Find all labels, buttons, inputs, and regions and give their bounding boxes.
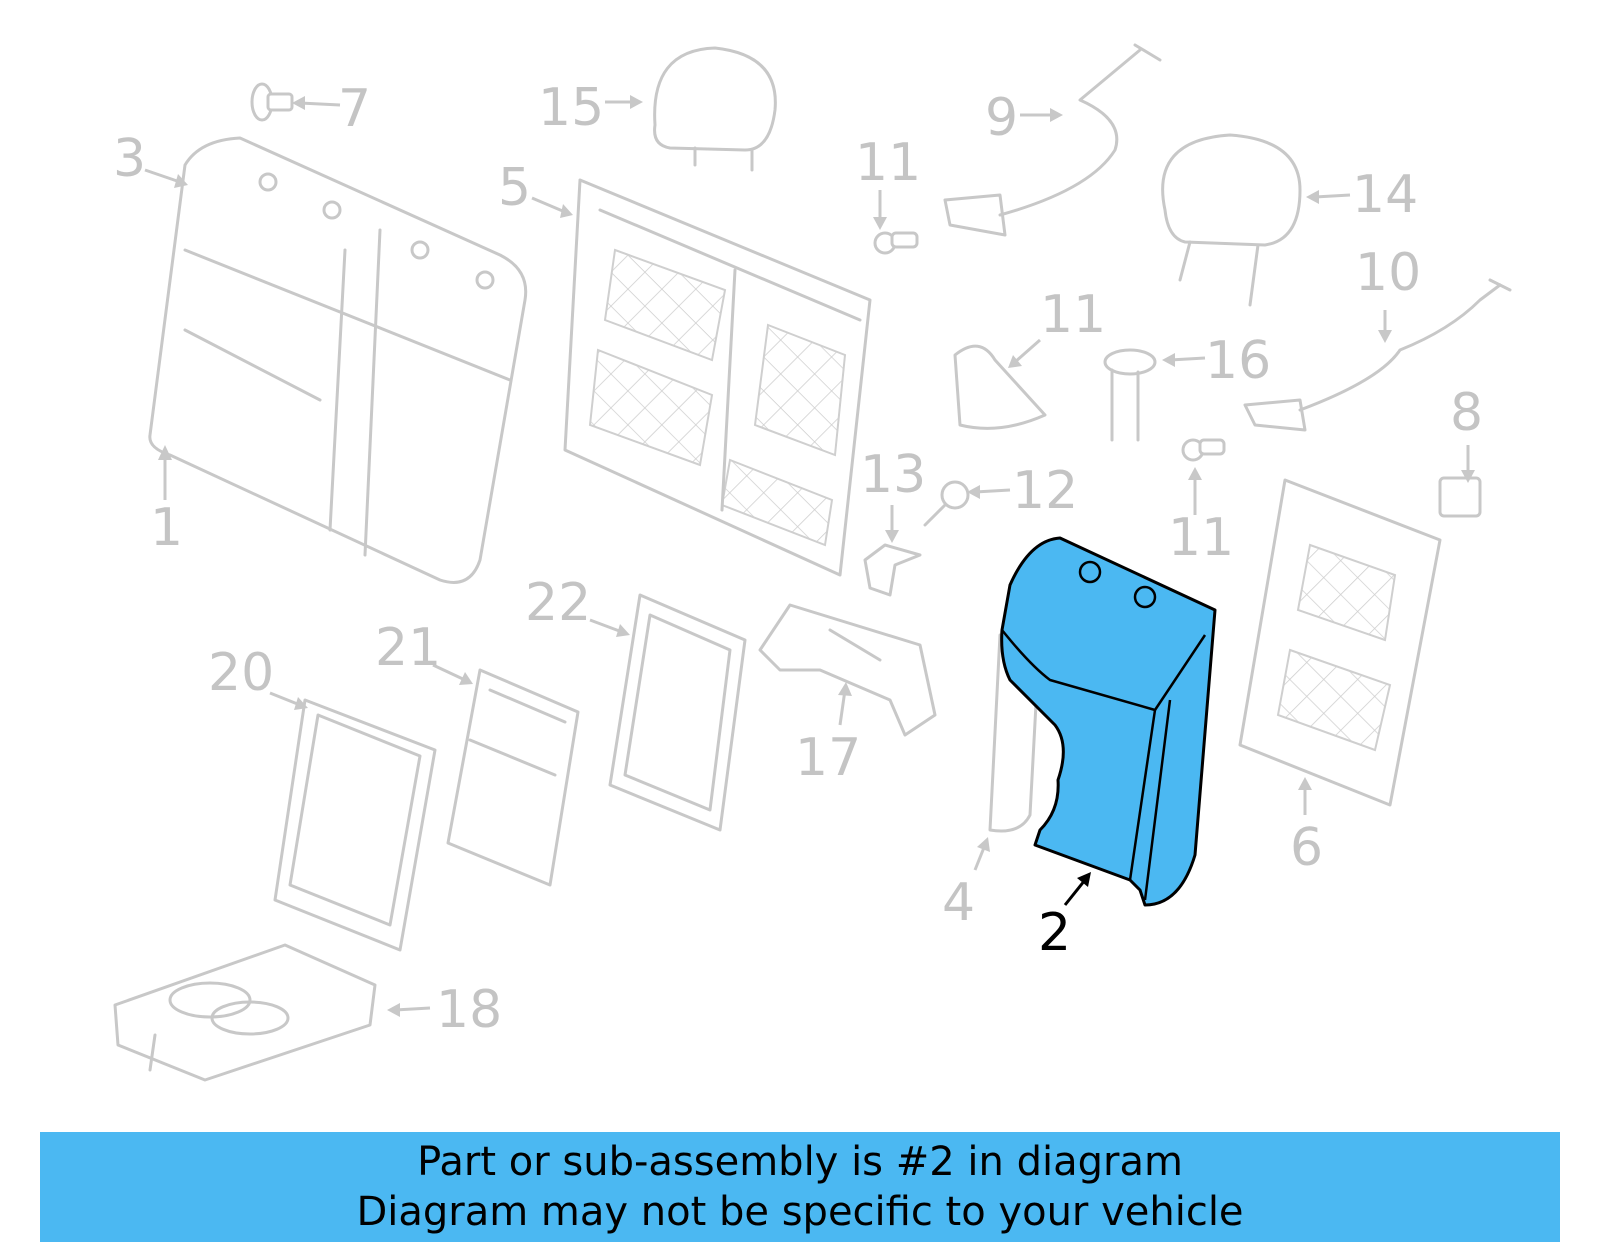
- callout-7: 7: [338, 79, 371, 139]
- leader-arrow-2: [1063, 872, 1091, 906]
- callout-6: 6: [1290, 818, 1323, 878]
- seat-back-cushion: [148, 136, 528, 584]
- headrest-guide: [1103, 348, 1157, 442]
- callout-1: 1: [150, 498, 183, 558]
- clip-8: [1438, 476, 1482, 518]
- panel-20: [273, 698, 437, 952]
- bolt-13: [923, 480, 970, 527]
- callout-15: 14: [1352, 165, 1418, 225]
- callout-2: 2: [1038, 903, 1071, 963]
- panel-22: [608, 593, 747, 832]
- release-cable-right: [1243, 278, 1512, 432]
- leader-arrows: [144, 95, 1475, 1017]
- callout-11-upper: 11: [855, 133, 921, 193]
- callout-22: 22: [525, 573, 591, 633]
- push-pin: [250, 82, 294, 122]
- callout-labels: 7 3 1 15 5 11 9 14 10 11 16 8 13 12 11 2…: [113, 78, 1483, 1040]
- callout-16: 15: [538, 78, 604, 138]
- callout-12: 11: [1040, 285, 1106, 345]
- release-cable-left: [943, 43, 1162, 237]
- callout-20: 20: [208, 643, 274, 703]
- parts-diagram: 7 3 1 15 5 11 9 14 10 11 16 8 13 12 11 2…: [113, 43, 1512, 1082]
- headrest-center: [653, 46, 777, 172]
- callout-4: 4: [942, 873, 975, 933]
- callout-5: 5: [498, 158, 531, 218]
- callout-19: 18: [436, 980, 502, 1040]
- callout-18: 17: [795, 728, 861, 788]
- banner-line-2: Diagram may not be specific to your vehi…: [356, 1189, 1244, 1235]
- callout-14: 13: [860, 445, 926, 505]
- callout-17: 16: [1205, 331, 1271, 391]
- callout-21: 21: [375, 618, 441, 678]
- armrest-19: [113, 943, 377, 1082]
- callout-8: 8: [1450, 383, 1483, 443]
- callout-11-lower: 11: [1168, 508, 1234, 568]
- callout-13: 12: [1012, 461, 1078, 521]
- bracket-14: [863, 543, 922, 597]
- banner-line-1: Part or sub-assembly is #2 in diagram: [417, 1139, 1183, 1185]
- info-banner: Part or sub-assembly is #2 in diagram Di…: [40, 1132, 1560, 1242]
- callout-10: 10: [1355, 243, 1421, 303]
- callout-3: 3: [113, 129, 146, 189]
- callout-9: 9: [985, 88, 1018, 148]
- seat-back-frame-right: [1238, 478, 1442, 807]
- bracket-18: [758, 603, 937, 737]
- panel-21: [446, 668, 580, 887]
- highlighted-part-2: [1000, 536, 1217, 907]
- bolt-lower: [1181, 438, 1226, 462]
- trim-cover-12: [953, 344, 1047, 430]
- seat-back-frame-left: [563, 178, 872, 577]
- headrest-right: [1161, 133, 1302, 307]
- bolt-upper: [873, 231, 919, 255]
